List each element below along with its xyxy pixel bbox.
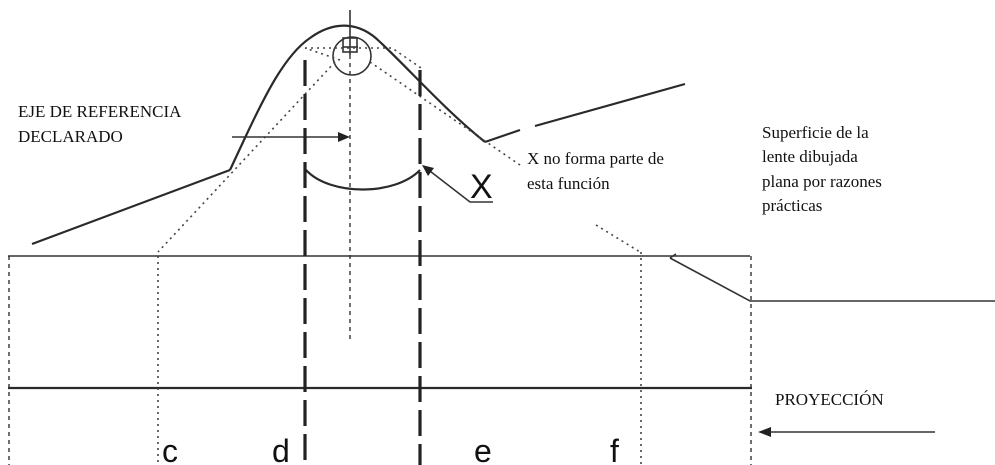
x-arc [305, 169, 421, 191]
lens-dome-outline [229, 24, 486, 171]
x-indicator-line [425, 167, 493, 203]
projection-label: PROYECCIÓN [775, 390, 884, 409]
lamp-filament-icon [342, 37, 358, 53]
lens-right-step-tick [669, 253, 677, 259]
lens-left-slope [31, 168, 231, 246]
lens-right-step [669, 257, 995, 302]
light-source-circle [332, 36, 372, 76]
point-label-e: e [474, 433, 492, 465]
lens-right-slope-upper [534, 82, 686, 128]
point-label-d: d [272, 433, 290, 465]
dotted-ray-f [595, 224, 641, 253]
projection-arrow-head [758, 427, 771, 437]
x-mark-label: X [470, 168, 493, 206]
surface-note-line4: prácticas [762, 196, 822, 215]
reference-axis-label-line1: EJE DE REFERENCIA [18, 102, 182, 121]
x-indicator-arrow-head [422, 165, 434, 176]
point-label-c: c [162, 433, 178, 465]
surface-note-line3: plana por razones [762, 172, 882, 191]
dotted-ray-e [369, 61, 521, 166]
point-label-f: f [610, 433, 619, 465]
x-note-line2: esta función [527, 174, 610, 193]
x-note-line1: X no forma parte de [527, 149, 664, 168]
reference-axis-label-line2: DECLARADO [18, 127, 123, 146]
dotted-ray-c [157, 61, 336, 253]
cap-dotted-line-left [304, 47, 341, 61]
lens-right-slope-lower [484, 128, 521, 144]
surface-note-line1: Superficie de la [762, 123, 869, 142]
surface-note-line2: lente dibujada [762, 147, 858, 166]
reference-axis-arrow-head [338, 132, 350, 142]
